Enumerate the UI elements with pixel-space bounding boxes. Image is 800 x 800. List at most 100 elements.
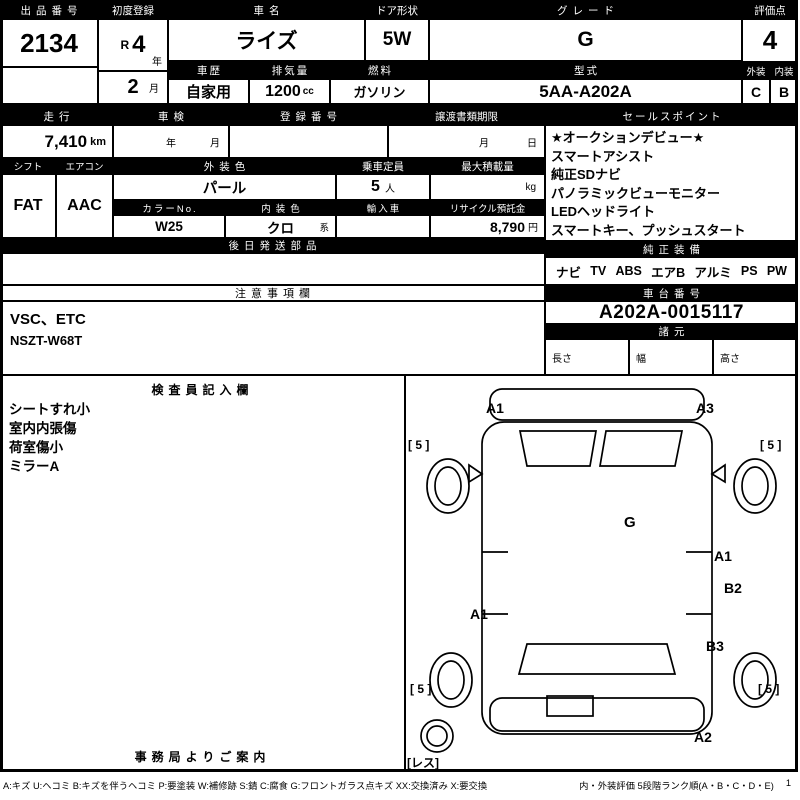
wheel-front-left [426, 458, 470, 514]
spare-tire [420, 719, 454, 753]
equipment-item: TV [590, 264, 607, 278]
exhibit-no: 2134 [0, 19, 98, 67]
shaken-year-unit: 年 [166, 138, 176, 149]
recycle-value: 8,790 [489, 218, 525, 235]
sales-point: スマートアシスト [551, 148, 655, 164]
rear-bumper [489, 697, 705, 732]
history-value: 自家用 [168, 79, 249, 104]
history-label: 車歴 [168, 61, 249, 79]
dimensions-label: 諸元 [545, 324, 798, 339]
rear-window [517, 643, 677, 675]
sales-point: スマートキー、プッシュスタート [551, 222, 746, 238]
length-label: 長さ [552, 353, 572, 365]
inspector-note: 荷室傷小 [9, 440, 63, 455]
mileage-label: 走行 [0, 108, 113, 125]
first-reg-year-cell: R 4 年 [98, 19, 168, 71]
sales-point: LEDヘッドライト [551, 204, 656, 219]
notes-line: NSZT-W68T [10, 333, 83, 348]
capacity-label: 乗車定員 [336, 158, 430, 174]
capacity-unit: 人 [384, 183, 395, 195]
recycle-unit: 円 [528, 223, 538, 234]
inspector-note: シートすれ小 [9, 402, 90, 417]
wheel-rear-right [733, 652, 777, 708]
notes-line: VSC、ETC [10, 311, 86, 328]
grade-value: G [429, 19, 742, 61]
aircon-value: AAC [56, 174, 113, 238]
mirror-left [468, 463, 484, 484]
displacement-unit: cc [302, 86, 314, 97]
score-label: 評価点 [742, 1, 798, 19]
era-letter: R [120, 38, 130, 52]
license-plate [546, 695, 594, 717]
diagram-mark: A2 [694, 729, 712, 745]
inspector-notes: シートすれ小 室内内張傷 荷室傷小 ミラーA [9, 400, 90, 476]
max-load-cell: kg [430, 174, 545, 200]
sales-point: ★オークションデビュー★ [551, 130, 705, 145]
diagram-mark: G [624, 514, 636, 531]
equipment-item: PS [740, 264, 758, 278]
sales-point: パノラミックビューモニター [551, 185, 721, 201]
shaken-cell: 年 月 [113, 125, 229, 158]
wheel-rear-left [429, 652, 473, 708]
transfer-deadline-label: 譲渡書類期限 [388, 108, 545, 125]
equipment-list: ナビ TV ABS エアB アルミ PS PW [545, 257, 798, 285]
int-color-label: 内装色 [225, 200, 336, 215]
diagram-mark: [ 5 ] [408, 438, 429, 452]
mileage-value: 7,410 [44, 131, 88, 151]
mileage-cell: 7,410 km [0, 125, 113, 158]
recycle-cell: 8,790 円 [430, 215, 545, 238]
notes-body: VSC、ETC NSZT-W68T [0, 301, 545, 375]
notes-label: 注意事項欄 [0, 285, 545, 301]
score-value: 4 [742, 19, 798, 62]
year-unit: 年 [152, 57, 162, 68]
front-bumper [489, 388, 705, 421]
car-name: ライズ [168, 19, 365, 61]
first-reg-label: 初度登録 [98, 1, 168, 19]
equipment-item: PW [766, 264, 787, 278]
dim-length-cell: 長さ [545, 339, 629, 375]
car-outline [420, 388, 777, 753]
displacement-value: 1200 [265, 82, 301, 100]
exhibit-no-label: 出品番号 [0, 1, 98, 19]
int-color-unit: 系 [319, 222, 329, 234]
door-shape: 5W [365, 19, 429, 61]
shaken-month-unit: 月 [210, 138, 220, 149]
diagram-mark: B2 [724, 580, 742, 596]
later-parts-label: 後日発送部品 [0, 238, 545, 253]
registration-no-label: 登録番号 [229, 108, 388, 125]
chassis-no: A202A-0015117 [545, 301, 798, 324]
diagram-mark: [ 5 ] [760, 438, 781, 452]
sales-point: 純正SDナビ [551, 167, 622, 182]
diagram-mark: A1 [714, 548, 732, 564]
section-separator [0, 104, 798, 108]
dim-height-cell: 高さ [713, 339, 798, 375]
equipment-item: ABS [615, 264, 642, 278]
legend-codes: A:キズ U:ヘコミ B:キズを伴うヘコミ P:要塗装 W:補修跡 S:錆 C:… [3, 781, 488, 791]
ext-color-label: 外装色 [113, 158, 336, 174]
grade-label: グレード [429, 1, 742, 19]
transfer-month-unit: 月 [479, 138, 489, 149]
interior-grade: B [770, 79, 798, 104]
max-load-label: 最大積載量 [430, 158, 545, 174]
shift-value: FAT [0, 174, 56, 238]
color-no-value: W25 [113, 215, 225, 238]
equipment-label: 純正装備 [545, 241, 798, 257]
inspector-title: 検査員記入欄 [151, 383, 254, 397]
exhibit-blank-cell [0, 67, 98, 104]
office-title: 事務局よりご案内 [134, 750, 271, 764]
diagram-mark: [ 5 ] [410, 682, 431, 696]
exterior-grade: C [742, 79, 770, 104]
inspector-box: 検査員記入欄 シートすれ小 室内内張傷 荷室傷小 ミラーA 事務局よりご案内 [0, 375, 405, 771]
exterior-label: 外装 [742, 62, 770, 79]
displacement-label: 排気量 [249, 61, 330, 79]
windshield-right [598, 430, 684, 467]
reg-month-value: 2 [127, 76, 139, 98]
inspector-note: 室内内張傷 [9, 421, 77, 436]
import-cell [336, 215, 430, 238]
max-load-unit: kg [525, 181, 536, 193]
int-color-value: クロ [267, 220, 294, 236]
windshield-left [518, 430, 598, 467]
